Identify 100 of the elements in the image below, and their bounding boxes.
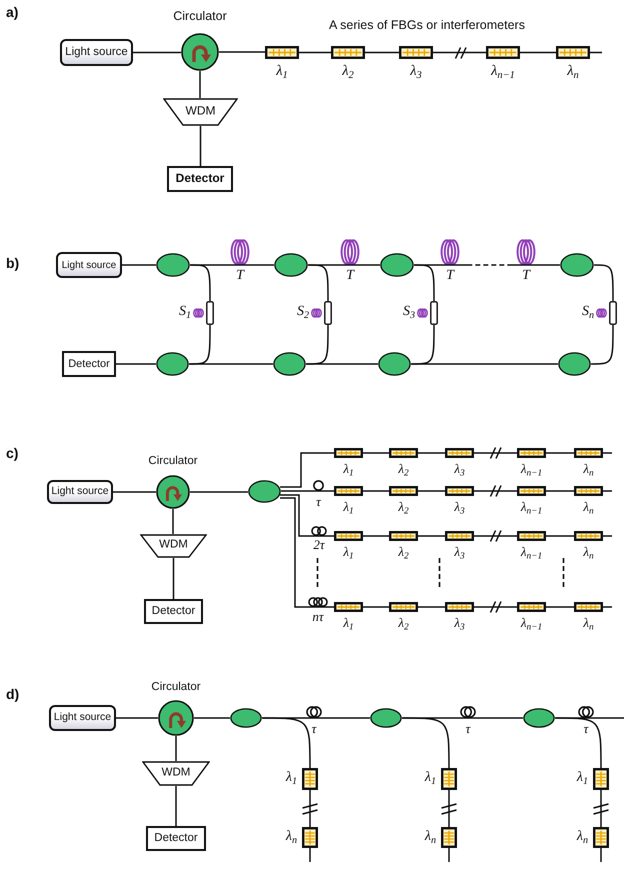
fiber-line [603, 606, 612, 608]
fiber-line [411, 363, 558, 365]
fiber-line [363, 535, 389, 537]
wavelength-label: λ$_{1}$ [343, 616, 354, 631]
wavelength-label: λ$_{2}$ [398, 462, 409, 477]
fiber-line [280, 494, 311, 537]
fiber-line [194, 717, 230, 719]
fiber-line [306, 363, 378, 365]
source-box: Light source [47, 480, 113, 504]
fiber-line [414, 264, 435, 301]
wavelength-label: λ$_{n}$ [583, 616, 594, 631]
delay-label: T [236, 268, 244, 284]
fiber-line [433, 52, 486, 54]
fiber-line [590, 52, 602, 54]
wavelength-label: λ$_{n}$ [583, 462, 594, 477]
panel-label: c) [6, 445, 18, 462]
wavelength-label: λ$_{3}$ [454, 616, 465, 631]
fiber-line [460, 264, 516, 266]
fiber-line [324, 490, 334, 492]
fiber-line [133, 52, 181, 54]
wavelength-label: λ$_{3}$ [454, 545, 465, 560]
fiber-line [448, 848, 450, 862]
detector-box: Detector [144, 599, 203, 624]
fiber-line [116, 363, 156, 365]
fiber-line [418, 452, 445, 454]
wavelength-label: λ$_{n}$ [424, 828, 436, 845]
fiber-line [281, 490, 313, 492]
component-label: Circulator [148, 455, 198, 468]
detector-box: Detector [62, 351, 116, 377]
wavelength-label: λ$_{3}$ [410, 63, 422, 80]
fiber-line [418, 490, 445, 492]
fiber-line [411, 325, 435, 365]
fiber-line [309, 790, 311, 827]
fiber-line [322, 717, 370, 719]
detector-box: Detector [167, 166, 233, 192]
wavelength-label: λ$_{1}$ [343, 545, 354, 560]
fiber-line [600, 848, 602, 862]
delay-label: τ [584, 722, 588, 737]
fiber-line [363, 606, 389, 608]
source-box: Light source [60, 39, 133, 66]
fiber-line [327, 535, 334, 537]
component-label: Circulator [151, 681, 201, 694]
fiber-line [476, 717, 523, 719]
fiber-line [190, 491, 248, 493]
fiber-line [474, 490, 517, 492]
fiber-line [172, 509, 174, 534]
fiber-line [299, 52, 331, 54]
fiber-line [328, 606, 334, 608]
wavelength-label: λ$_{n}$ [576, 828, 588, 845]
fiber-line [199, 71, 201, 98]
fiber-line [448, 790, 450, 827]
sensor-label: S$_{1}$ [178, 304, 191, 320]
fiber-line [594, 717, 624, 719]
sensor-label: S$_{3}$ [402, 304, 415, 320]
wavelength-label: λ$_{2}$ [398, 545, 409, 560]
delay-label: T [446, 268, 454, 284]
wavelength-label: λ$_{1}$ [343, 462, 354, 477]
fiber-line [190, 264, 211, 301]
fiber-line [603, 535, 612, 537]
fiber-line [546, 490, 574, 492]
wavelength-label: λ$_{1}$ [276, 63, 288, 80]
fiber-line [175, 736, 177, 761]
wavelength-label: λ$_{3}$ [454, 500, 465, 515]
delay-label: nτ [312, 610, 324, 625]
fiber-line [189, 325, 211, 365]
wavelength-label: λ$_{n−1}$ [520, 500, 542, 515]
sensor-label: S$_{2}$ [296, 304, 309, 320]
fiber-line [555, 717, 602, 768]
component-label: WDM [186, 104, 216, 118]
fiber-line [546, 535, 574, 537]
delay-label: τ [316, 495, 321, 510]
component-label: WDM [159, 538, 188, 552]
fiber-line [546, 452, 574, 454]
fiber-line [591, 325, 614, 365]
wavelength-label: λ$_{n−1}$ [520, 616, 542, 631]
wavelength-label: λ$_{n}$ [583, 500, 594, 515]
fiber-line [474, 606, 517, 608]
fiber-line [600, 790, 602, 827]
fiber-line [474, 535, 517, 537]
wavelength-label: λ$_{n}$ [286, 828, 297, 845]
fiber-line [113, 491, 156, 493]
component-label: WDM [162, 766, 190, 780]
fiber-line [594, 264, 614, 301]
delay-label: 2τ [313, 538, 325, 553]
component-label: Circulator [173, 9, 227, 24]
fiber-line [365, 52, 399, 54]
delay-label: T [346, 268, 354, 284]
fiber-line [520, 52, 556, 54]
wavelength-label: λ$_{n−1}$ [520, 462, 542, 477]
wavelength-label: λ$_{1}$ [343, 500, 354, 515]
fiber-line [280, 452, 334, 488]
panel-label: d) [6, 686, 20, 702]
wavelength-label: λ$_{n}$ [567, 63, 579, 80]
wavelength-label: λ$_{2}$ [398, 500, 409, 515]
fiber-line [418, 606, 445, 608]
fiber-line [474, 452, 517, 454]
fiber-line [363, 452, 389, 454]
fiber-line [418, 535, 445, 537]
wavelength-label: λ$_{2}$ [398, 616, 409, 631]
fiber-line [219, 51, 265, 53]
